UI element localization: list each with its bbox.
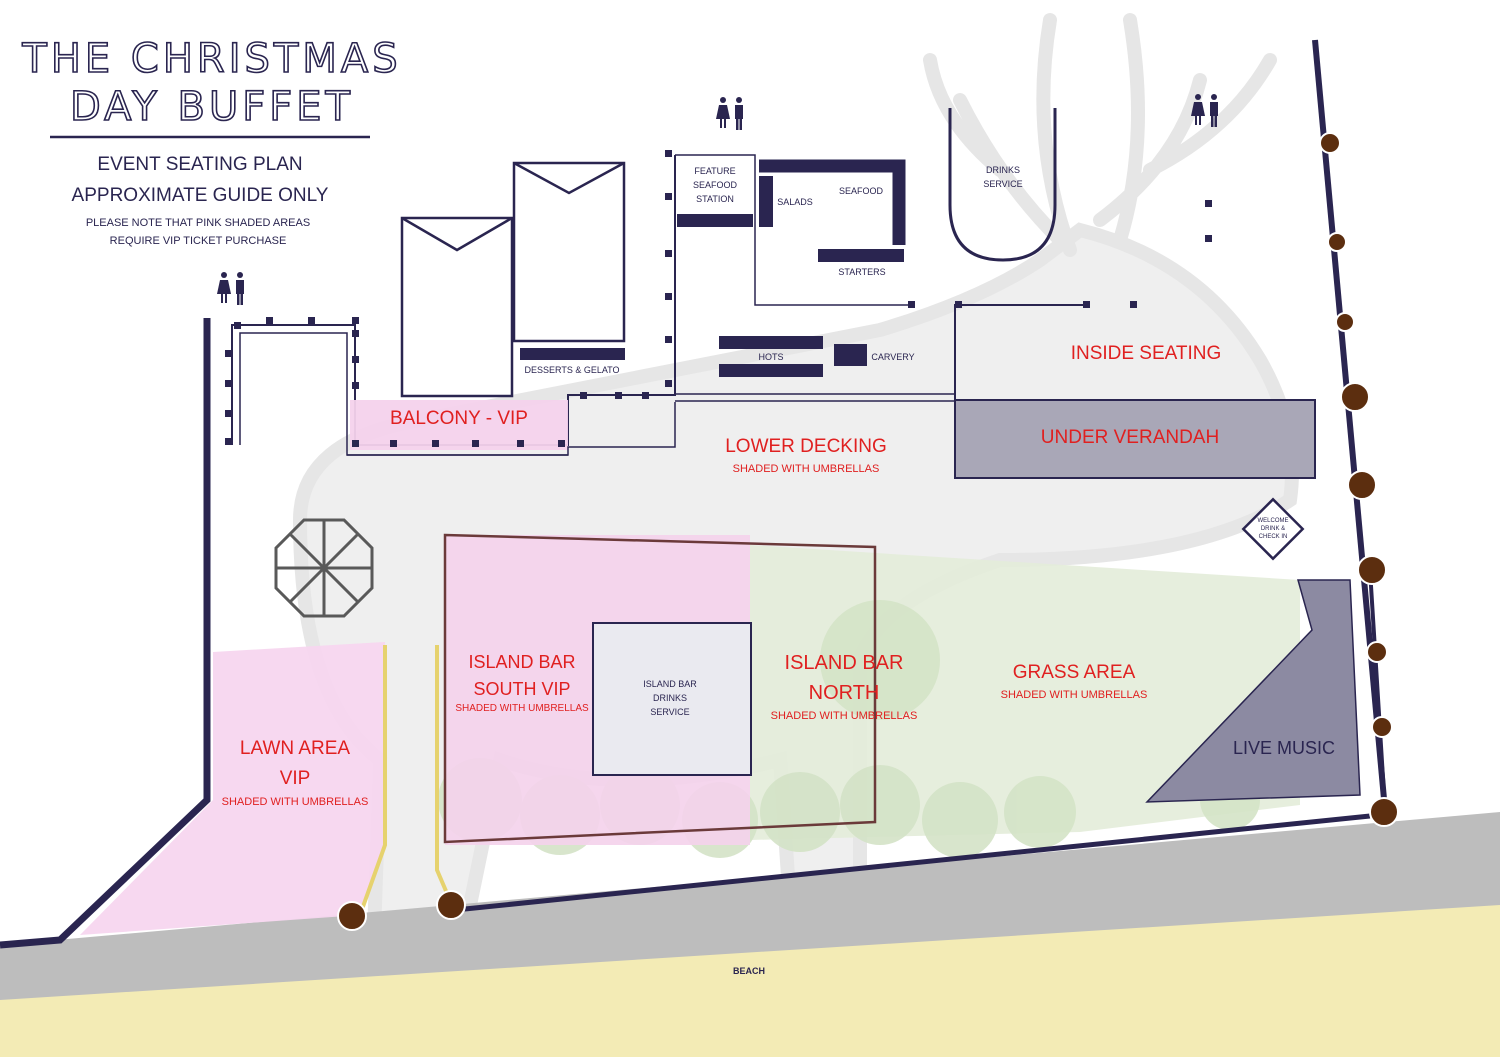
vip-note-line2: REQUIRE VIP TICKET PURCHASE xyxy=(109,235,287,247)
lawn-label-line2: VIP xyxy=(279,768,311,789)
subtitle-line1: EVENT SEATING PLAN xyxy=(97,154,303,175)
west-wall xyxy=(0,318,211,949)
page-title-line1: THE CHRISTMAS xyxy=(22,35,402,83)
under-verandah-label: UNDER VERANDAH xyxy=(1040,427,1220,448)
feature-seafood-label: FEATURE SEAFOOD STATION xyxy=(693,164,737,206)
inside-seating-label: INSIDE SEATING xyxy=(1070,343,1222,364)
feature-seafood-label-line: SEAFOOD xyxy=(692,180,738,190)
drinks-service-label-line: DRINKS xyxy=(985,165,1021,175)
hots-counter-top xyxy=(719,336,823,349)
live-music-stage xyxy=(1145,579,1361,803)
salads-label: SALADS xyxy=(777,197,813,207)
lawn-vip-shape xyxy=(80,642,385,935)
welcome-sign xyxy=(1241,497,1305,561)
desserts-label: DESSERTS & GELATO xyxy=(524,365,620,375)
desserts-counter xyxy=(520,348,625,360)
welcome-label-line: CHECK IN xyxy=(1258,534,1288,540)
island-north-label-line2: NORTH xyxy=(808,682,880,704)
island-south-sub: SHADED WITH UMBRELLAS xyxy=(455,703,589,714)
east-fence-lower xyxy=(1368,569,1387,811)
welcome-label-line: WELCOME xyxy=(1257,518,1289,524)
inside-seating-outline xyxy=(954,304,1090,400)
balcony-vip-label: BALCONY - VIP xyxy=(390,408,528,429)
restroom-icon xyxy=(217,94,1218,305)
seafood-counter xyxy=(759,159,906,245)
lawn-label-line1: LAWN AREA xyxy=(239,738,351,759)
carvery-counter xyxy=(834,344,867,366)
welcome-label: WELCOME DRINK & CHECK IN xyxy=(1257,517,1288,541)
station-room xyxy=(675,154,910,306)
umbrella-icon xyxy=(274,518,374,618)
carvery-label: CARVERY xyxy=(871,352,915,362)
south-fence xyxy=(454,813,1371,913)
island-bar-service-label-line: SERVICE xyxy=(650,707,690,717)
beach-label: BEACH xyxy=(732,966,766,976)
roof-structures xyxy=(400,161,626,398)
boundary-posts xyxy=(337,132,1399,931)
decking-step xyxy=(347,402,676,456)
drinks-service-bar xyxy=(948,108,1057,262)
island-north-sub: SHADED WITH UMBRELLAS xyxy=(770,710,918,722)
subtitle-line2: APPROXIMATE GUIDE ONLY xyxy=(71,185,329,206)
lower-decking-sub: SHADED WITH UMBRELLAS xyxy=(732,463,880,475)
balcony-posts xyxy=(225,150,672,447)
island-north-label-line1: ISLAND BAR xyxy=(784,652,904,674)
live-music-label: LIVE MUSIC xyxy=(1232,738,1336,758)
island-south-label-line2: SOUTH VIP xyxy=(473,679,571,699)
seafood-label: SEAFOOD xyxy=(838,186,884,196)
lawn-sub: SHADED WITH UMBRELLAS xyxy=(221,796,369,808)
starters-counter xyxy=(818,249,904,262)
lawn-fence xyxy=(358,645,387,916)
drinks-service-label-line: SERVICE xyxy=(983,179,1023,189)
island-bar-service-label-line: ISLAND BAR xyxy=(643,679,697,689)
island-south-label-line1: ISLAND BAR xyxy=(468,652,576,672)
road-band xyxy=(0,812,1500,1000)
hots-counter-bottom xyxy=(719,364,823,377)
feature-seafood-label-line: FEATURE xyxy=(694,166,736,176)
welcome-label-line: DRINK & xyxy=(1260,526,1286,532)
under-verandah-shape xyxy=(954,399,1316,479)
drinks-service-label: DRINKS SERVICE xyxy=(983,163,1022,191)
lower-decking-label: LOWER DECKING xyxy=(725,436,887,457)
starters-label: STARTERS xyxy=(838,267,886,277)
page-title-line2: DAY BUFFET xyxy=(69,83,354,131)
beach-sand xyxy=(0,900,1500,1057)
grass-area-sub: SHADED WITH UMBRELLAS xyxy=(1000,689,1148,701)
feature-seafood-counter xyxy=(677,214,753,227)
balcony-vip-shape xyxy=(350,400,568,450)
island-bar-service-label: ISLAND BAR DRINKS SERVICE xyxy=(643,677,697,719)
vip-note-line1: PLEASE NOTE THAT PINK SHADED AREAS xyxy=(85,217,311,229)
salads-counter xyxy=(759,176,773,227)
island-bar-outline xyxy=(443,533,877,844)
grass-area-label: GRASS AREA xyxy=(1012,662,1136,683)
feature-seafood-label-line: STATION xyxy=(696,194,734,204)
island-bar-service-label-line: DRINKS xyxy=(652,693,687,703)
island-bar-service-box xyxy=(592,622,752,776)
east-fence xyxy=(1312,39,1388,811)
hots-label: HOTS xyxy=(758,352,784,362)
